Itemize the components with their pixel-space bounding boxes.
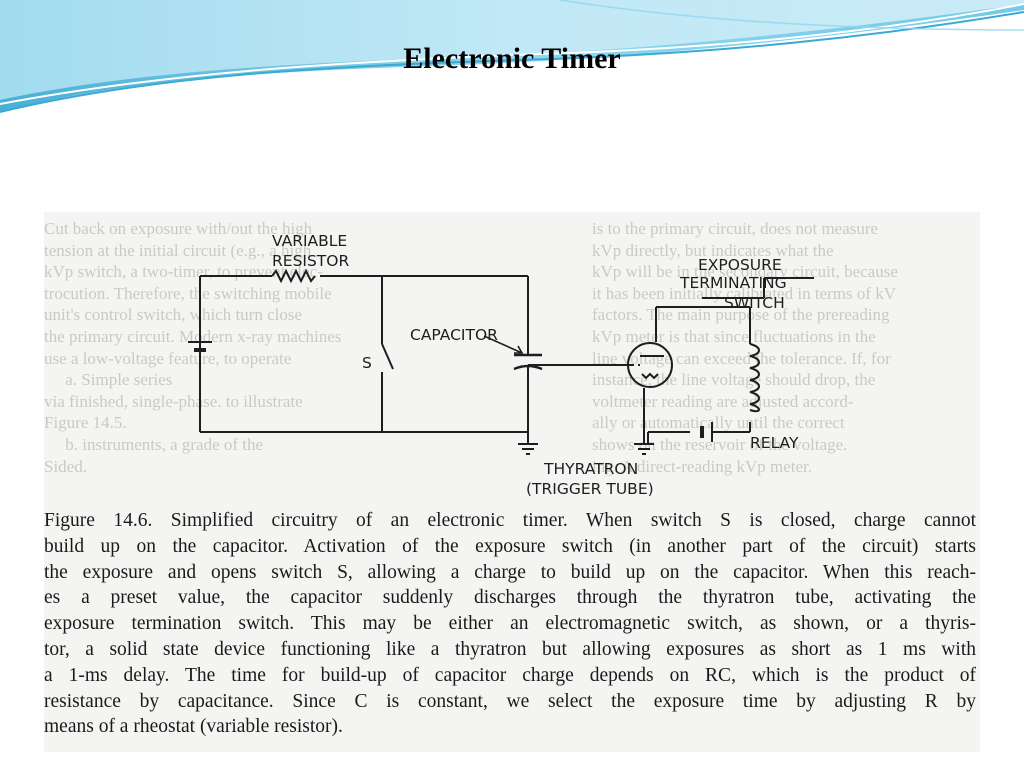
figure-scan: Cut back on exposure with/out the high te… [44, 212, 980, 752]
bleed-line: a. Simple series [44, 370, 173, 390]
label-switch: SWITCH [724, 294, 785, 312]
bleed-line: tension at the initial circuit (e.g., a … [44, 240, 312, 260]
bleed-line: ing. A direct-reading kVp meter. [592, 456, 812, 476]
label-exposure: EXPOSURE [698, 256, 782, 274]
bleed-line: Sided. [44, 456, 87, 476]
figure-caption: Figure 14.6. Simplified circuitry of an … [44, 508, 976, 740]
bleed-line: kVp will be in the secondary circuit, be… [592, 262, 898, 282]
bleed-line: ally or automatically until the correct [592, 413, 845, 433]
slide-title: Electronic Timer [403, 42, 621, 75]
caption-line: means of a rheostat (variable resistor). [44, 716, 343, 738]
bleed-line: Cut back on exposure with/out the high [44, 219, 313, 238]
caption-line: the exposure and opens switch S, allowin… [44, 561, 976, 583]
bleed-line: kVp directly, but indicates what the [592, 240, 834, 260]
caption-line: build up on the capacitor. Activation of… [44, 535, 976, 557]
caption-line: exposure termination switch. This may be… [44, 613, 976, 635]
bleed-line: the primary circuit. Modern x-ray machin… [44, 326, 342, 346]
caption-line: resistance by capacitance. Since C is co… [44, 690, 976, 712]
battery-relay [700, 422, 713, 442]
thyratron-tube [627, 342, 673, 388]
capacitor-label-arrow [483, 335, 524, 354]
caption-line: a 1-ms delay. The time for build-up of c… [44, 664, 976, 686]
header-wave-decoration [0, 0, 1024, 113]
bleed-line: factors. The main purpose of the preread… [592, 305, 890, 325]
label-capacitor: CAPACITOR [410, 326, 498, 344]
label-terminating: TERMINATING [679, 274, 787, 292]
relay-coil [749, 343, 760, 413]
label-resistor: RESISTOR [272, 252, 349, 270]
circuit-wires [199, 268, 814, 444]
ground-symbols [518, 443, 654, 455]
timer-circuit-diagram: VARIABLE RESISTOR CAPACITOR S EXPOSURE T… [188, 232, 814, 498]
capacitor-plates [513, 353, 543, 371]
bleed-line: trocution. Therefore, the switching mobi… [44, 283, 332, 303]
label-trigger-tube: (TRIGGER TUBE) [526, 480, 654, 498]
bleed-line: line voltage can exceed the tolerance. I… [592, 348, 891, 368]
caption-line: Figure 14.6. Simplified circuitry of an … [44, 510, 976, 531]
label-relay: RELAY [750, 434, 799, 452]
battery-left [188, 341, 212, 352]
label-thyratron: THYRATRON [543, 460, 638, 478]
bleed-line: is to the primary circuit, does not meas… [592, 219, 879, 238]
label-switch-s: S [362, 354, 372, 372]
bleed-line: Figure 14.5. [44, 413, 127, 433]
caption-line: es a preset value, the capacitor suddenl… [44, 587, 976, 609]
bleed-line: use a low-voltage feature, to operate [44, 348, 292, 368]
bleed-line: kVp meter is that since fluctuations in … [592, 326, 876, 346]
bleed-line: b. instruments, a grade of the [44, 434, 264, 454]
label-variable: VARIABLE [272, 232, 347, 250]
caption-line: tor, a solid state device functioning li… [44, 638, 976, 660]
